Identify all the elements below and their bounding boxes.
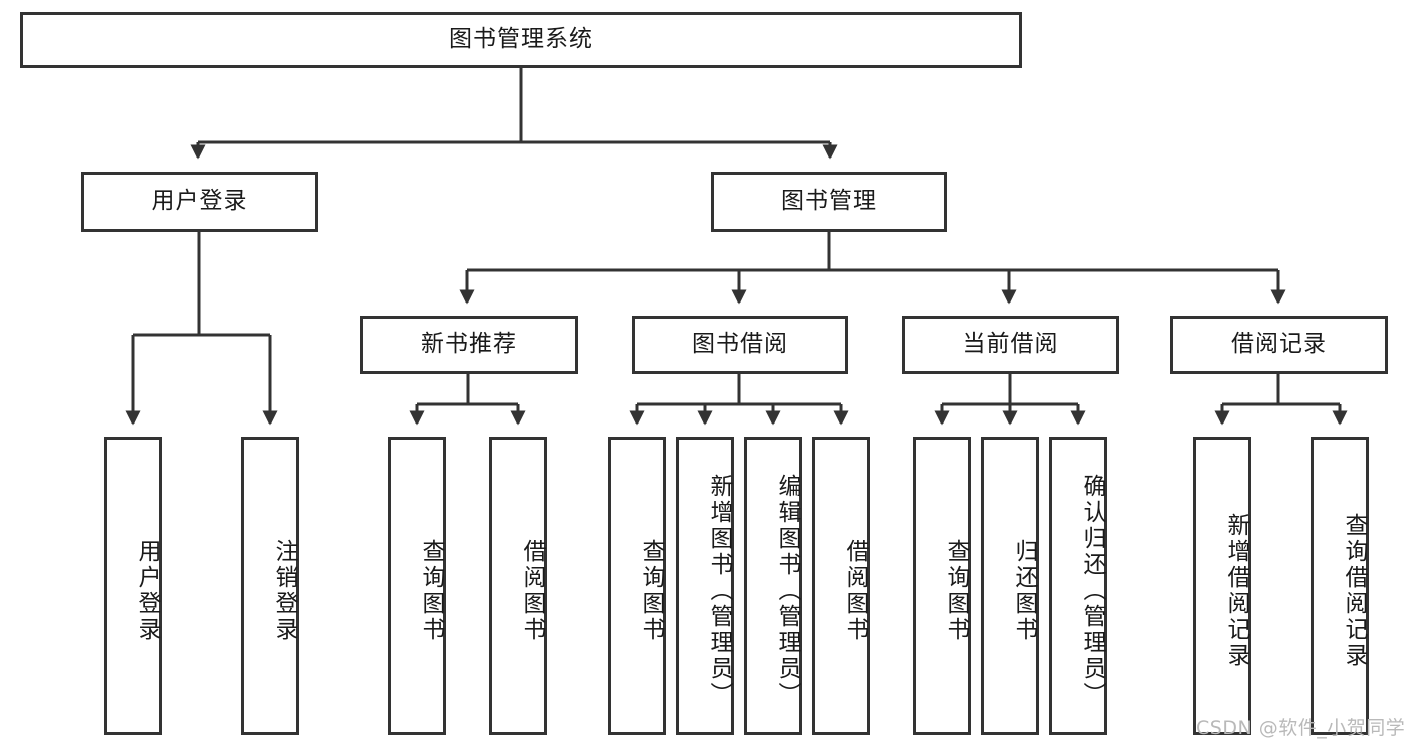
node-label: 注销登录	[271, 539, 297, 643]
node-label: 借阅图书	[519, 539, 545, 643]
leaf-logout[interactable]: 注销登录	[241, 437, 299, 735]
node-label: 图书借阅	[692, 331, 788, 358]
node-book-management[interactable]: 图书管理	[711, 172, 947, 232]
leaf-user-login[interactable]: 用户登录	[104, 437, 162, 735]
node-label: 确认归还（管理员）	[1079, 474, 1105, 708]
node-label: 查询图书	[638, 539, 664, 643]
node-label: 当前借阅	[962, 331, 1059, 358]
node-label: 新增借阅记录	[1223, 513, 1249, 669]
node-label: 图书管理	[781, 188, 877, 215]
leaf-add-borrow-record[interactable]: 新增借阅记录	[1193, 437, 1251, 735]
node-label: 查询图书	[418, 539, 444, 643]
leaf-borrow-book[interactable]: 借阅图书	[812, 437, 870, 735]
node-label: 用户登录	[151, 188, 248, 215]
leaf-borrow-book-recommend[interactable]: 借阅图书	[489, 437, 547, 735]
node-label: 新书推荐	[421, 331, 517, 358]
leaf-query-book-recommend[interactable]: 查询图书	[388, 437, 446, 735]
node-label: 编辑图书（管理员）	[774, 474, 800, 708]
node-label: 归还图书	[1011, 539, 1037, 643]
node-root-system[interactable]: 图书管理系统	[20, 12, 1022, 68]
node-label: 新增图书（管理员）	[706, 474, 732, 708]
node-current-borrow[interactable]: 当前借阅	[902, 316, 1119, 374]
node-label: 查询借阅记录	[1341, 513, 1367, 669]
leaf-query-borrow-record[interactable]: 查询借阅记录	[1311, 437, 1369, 735]
node-user-login[interactable]: 用户登录	[81, 172, 318, 232]
node-new-book-recommend[interactable]: 新书推荐	[360, 316, 578, 374]
leaf-return-book[interactable]: 归还图书	[981, 437, 1039, 735]
leaf-add-book-admin[interactable]: 新增图书（管理员）	[676, 437, 734, 735]
leaf-query-book-current[interactable]: 查询图书	[913, 437, 971, 735]
node-label: 借阅图书	[842, 539, 868, 643]
leaf-edit-book-admin[interactable]: 编辑图书（管理员）	[744, 437, 802, 735]
leaf-query-book-borrow[interactable]: 查询图书	[608, 437, 666, 735]
node-label: 图书管理系统	[449, 26, 593, 53]
node-label: 用户登录	[134, 539, 160, 643]
node-label: 借阅记录	[1231, 331, 1327, 358]
watermark-text: CSDN @软件_小贺同学	[1196, 717, 1405, 739]
node-book-borrow[interactable]: 图书借阅	[632, 316, 848, 374]
leaf-confirm-return-admin[interactable]: 确认归还（管理员）	[1049, 437, 1107, 735]
node-borrow-record[interactable]: 借阅记录	[1170, 316, 1388, 374]
node-label: 查询图书	[943, 539, 969, 643]
